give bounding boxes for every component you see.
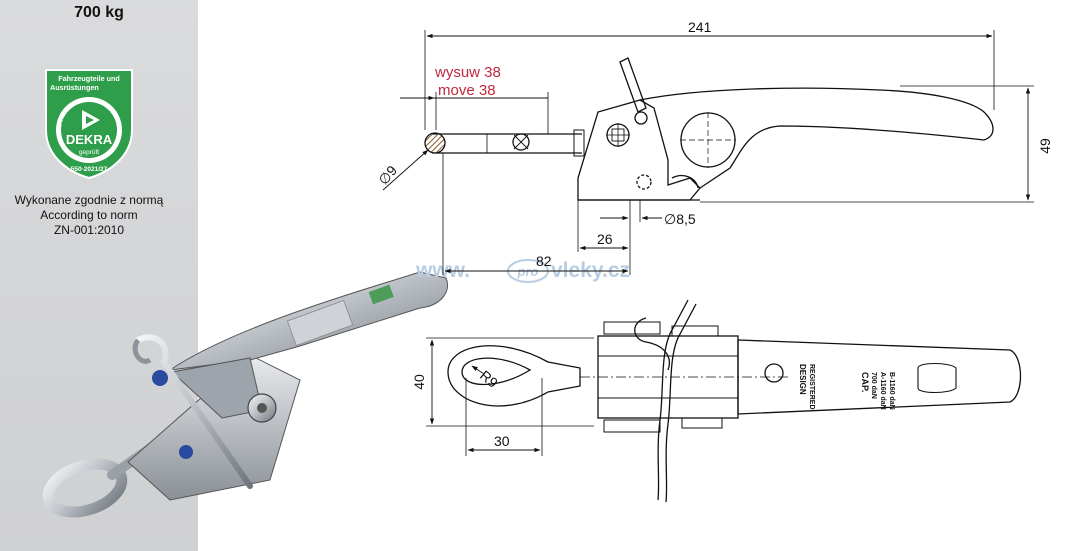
dim-height: 49	[1037, 138, 1053, 154]
technical-drawing: www. pro vleky.cz	[375, 19, 1053, 503]
design-line-1: DESIGN	[798, 364, 807, 395]
dim-radius: R9	[477, 367, 501, 391]
cap-line-3: A-1160 daN	[879, 372, 886, 410]
norm-line-1: Wykonane zgodnie z normą	[14, 193, 164, 207]
cap-line-2: 700 daN	[870, 372, 877, 399]
dim-82: 82	[536, 253, 552, 269]
dim-eye-length: 30	[494, 433, 510, 449]
watermark-domain: vleky.cz	[551, 259, 630, 282]
badge-geprueft: geprüft	[79, 149, 99, 156]
norm-line-3: ZN-001:2010	[53, 223, 125, 237]
top-view	[426, 299, 1022, 503]
design-line-2: REGISTERED	[808, 364, 815, 410]
side-view	[382, 30, 1034, 275]
product-photo	[42, 271, 448, 518]
watermark-www: www.	[415, 259, 470, 282]
badge-brand: DEKRA	[66, 132, 113, 147]
dim-total-length: 241	[688, 19, 712, 35]
badge-certificate: 550-2021/27	[71, 166, 108, 173]
cap-line-1: CAP.	[860, 372, 870, 392]
dim-hole-diameter: ∅8,5	[664, 211, 696, 227]
dim-rod-diameter: ∅9	[375, 162, 400, 188]
dim-width: 40	[411, 374, 427, 390]
cap-line-4: B-1160 daN	[888, 372, 895, 410]
move-label-en: move 38	[438, 82, 496, 99]
load-capacity: 700 kg	[74, 4, 124, 21]
capacity-stamp: CAP. 700 daN A-1160 daN B-1160 daN	[860, 372, 895, 410]
norm-line-2: According to norm	[40, 208, 138, 222]
design-registered-stamp: DESIGN REGISTERED	[798, 364, 815, 410]
move-label-pl: wysuw 38	[434, 64, 501, 81]
dekra-triangle-icon	[82, 110, 100, 130]
dim-26: 26	[597, 231, 613, 247]
dekra-badge: Fahrzeugteile und Ausrüstungen DEKRA Aut…	[45, 69, 133, 180]
badge-line-1: Fahrzeugteile und	[58, 74, 120, 83]
badge-line-2: Ausrüstungen	[50, 83, 99, 92]
